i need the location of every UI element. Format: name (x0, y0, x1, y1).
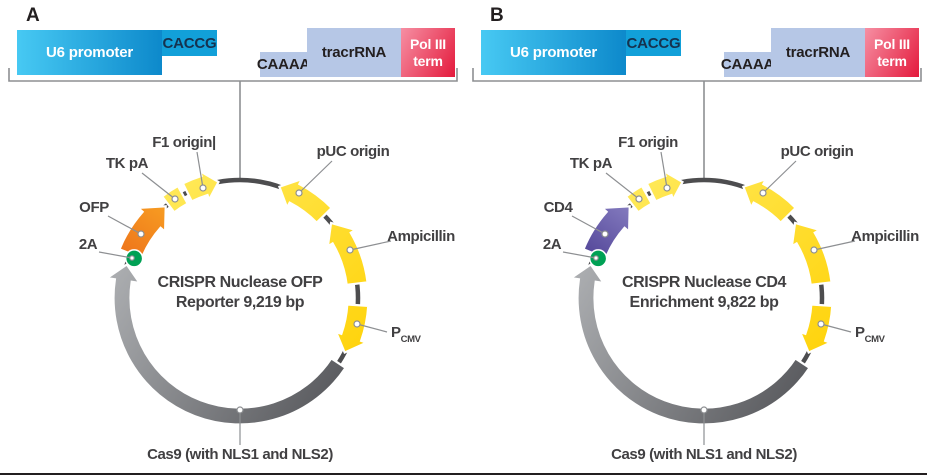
panel-letter-a: A (26, 5, 40, 26)
leader-line-f1_origin (196, 151, 204, 189)
label-ampicillin: Ampicillin (851, 228, 919, 245)
u6-promoter-label: U6 promoter (46, 44, 133, 61)
leader-marker-tk_pa (635, 195, 643, 203)
label-gene: OFP (79, 199, 109, 216)
plasmid-title-line2: Enrichment 9,822 bp (630, 294, 780, 311)
plasmid-title-line1: CRISPR Nuclease OFP (158, 274, 324, 291)
pol-iii-term-box: Pol III term (865, 28, 919, 77)
leader-line-puc_origin (298, 160, 333, 194)
figure-bottom-rule (0, 473, 927, 475)
feature-cas9 (104, 262, 348, 426)
label-pcmv: PCMV (855, 324, 886, 345)
cassette-bracket (8, 68, 458, 82)
label-tk_pa: TK pA (570, 155, 613, 172)
label-f1_origin: F1 origin| (152, 134, 216, 151)
leader-marker-cas9 (236, 406, 244, 414)
leader-marker-pcmv (817, 320, 825, 328)
label-p2a: 2A (79, 236, 98, 253)
caaaa-tag: CAAAA (720, 52, 775, 77)
caaaa-label: CAAAA (720, 56, 775, 73)
plasmid-title-line2: Reporter 9,219 bp (176, 294, 305, 311)
leader-line-tk_pa (141, 172, 176, 200)
feature-pcmv-promoter (334, 303, 370, 354)
leader-line-pcmv (820, 323, 852, 333)
pol-iii-label-line2: term (413, 52, 443, 69)
leader-marker-puc_origin (759, 189, 767, 197)
panel-a: A U6 promoter CACCG CAAAA tracrRNA Pol I… (0, 0, 463, 476)
leader-line-p2a (98, 251, 133, 259)
u6-promoter-box: U6 promoter (17, 30, 162, 75)
leader-line-puc_origin (762, 160, 797, 194)
leader-marker-f1_origin (199, 184, 207, 192)
leader-marker-tk_pa (171, 195, 179, 203)
feature-puc-origin (741, 177, 798, 225)
label-puc_origin: pUC origin (781, 143, 854, 160)
tracrrna-box: tracrRNA (307, 28, 401, 77)
leader-marker-gene (601, 230, 609, 238)
caccg-label: CACCG (162, 34, 217, 52)
label-pcmv-subscript: CMV (865, 334, 886, 345)
label-p2a: 2A (543, 236, 562, 253)
label-pcmv-subscript: CMV (401, 334, 422, 345)
caaaa-label: CAAAA (256, 56, 311, 73)
plasmid-map-b: F1 origin TK pA CD4 2A pUC originAmpicillinP… (472, 68, 922, 463)
feature-ampicillin (326, 221, 369, 287)
leader-marker-puc_origin (295, 189, 303, 197)
label-pcmv: PCMV (391, 324, 422, 345)
pol-iii-label-line2: term (877, 52, 907, 69)
caccg-tag: CACCG (162, 30, 217, 56)
label-tk_pa: TK pA (106, 155, 149, 172)
label-f1_origin: F1 origin (618, 134, 678, 151)
u6-promoter-label: U6 promoter (510, 44, 597, 61)
leader-line-gene (571, 215, 606, 235)
feature-pcmv-promoter (798, 303, 834, 354)
label-ampicillin: Ampicillin (387, 228, 455, 245)
leader-marker-pcmv (353, 320, 361, 328)
caccg-tag: CACCG (626, 30, 681, 56)
leader-line-f1_origin (660, 151, 668, 189)
plasmid-title-line1: CRISPR Nuclease CD4 (622, 274, 787, 291)
label-cas9: Cas9 (with NLS1 and NLS2) (147, 446, 333, 463)
pol-iii-term-box: Pol III term (401, 28, 455, 77)
label-puc_origin: pUC origin (317, 143, 390, 160)
plasmid-map-a: F1 origin|TK pA OFP 2A pUC originAmpicillin… (8, 68, 458, 463)
tracrrna-label: tracrRNA (321, 44, 387, 61)
caaaa-tag: CAAAA (256, 52, 311, 77)
leader-marker-f1_origin (663, 184, 671, 192)
u6-promoter-box: U6 promoter (481, 30, 626, 75)
leader-line-p2a (562, 251, 597, 259)
leader-marker-ampicillin (346, 246, 354, 254)
tracrrna-label: tracrRNA (785, 44, 851, 61)
leader-line-ampicillin (349, 240, 392, 251)
label-gene: CD4 (544, 199, 574, 216)
leader-line-ampicillin (813, 240, 856, 251)
feature-cas9 (568, 262, 812, 426)
leader-marker-cas9 (700, 406, 708, 414)
leader-marker-p2a (129, 255, 135, 261)
leader-line-pcmv (356, 323, 388, 333)
caccg-label: CACCG (626, 34, 681, 52)
leader-marker-ampicillin (810, 246, 818, 254)
cassette-bracket (472, 68, 922, 82)
leader-line-tk_pa (605, 172, 640, 200)
feature-ampicillin (790, 221, 833, 287)
tracrrna-box: tracrRNA (771, 28, 865, 77)
label-cas9: Cas9 (with NLS1 and NLS2) (611, 446, 797, 463)
panel-b: B U6 promoter CACCG CAAAA tracrRNA Pol I… (464, 0, 927, 476)
leader-marker-p2a (593, 255, 599, 261)
feature-puc-origin (277, 177, 334, 225)
pol-iii-label-line1: Pol III (410, 36, 446, 53)
panel-letter-b: B (490, 5, 504, 26)
pol-iii-label-line1: Pol III (874, 36, 910, 53)
leader-marker-gene (137, 230, 145, 238)
leader-line-gene (107, 215, 142, 235)
